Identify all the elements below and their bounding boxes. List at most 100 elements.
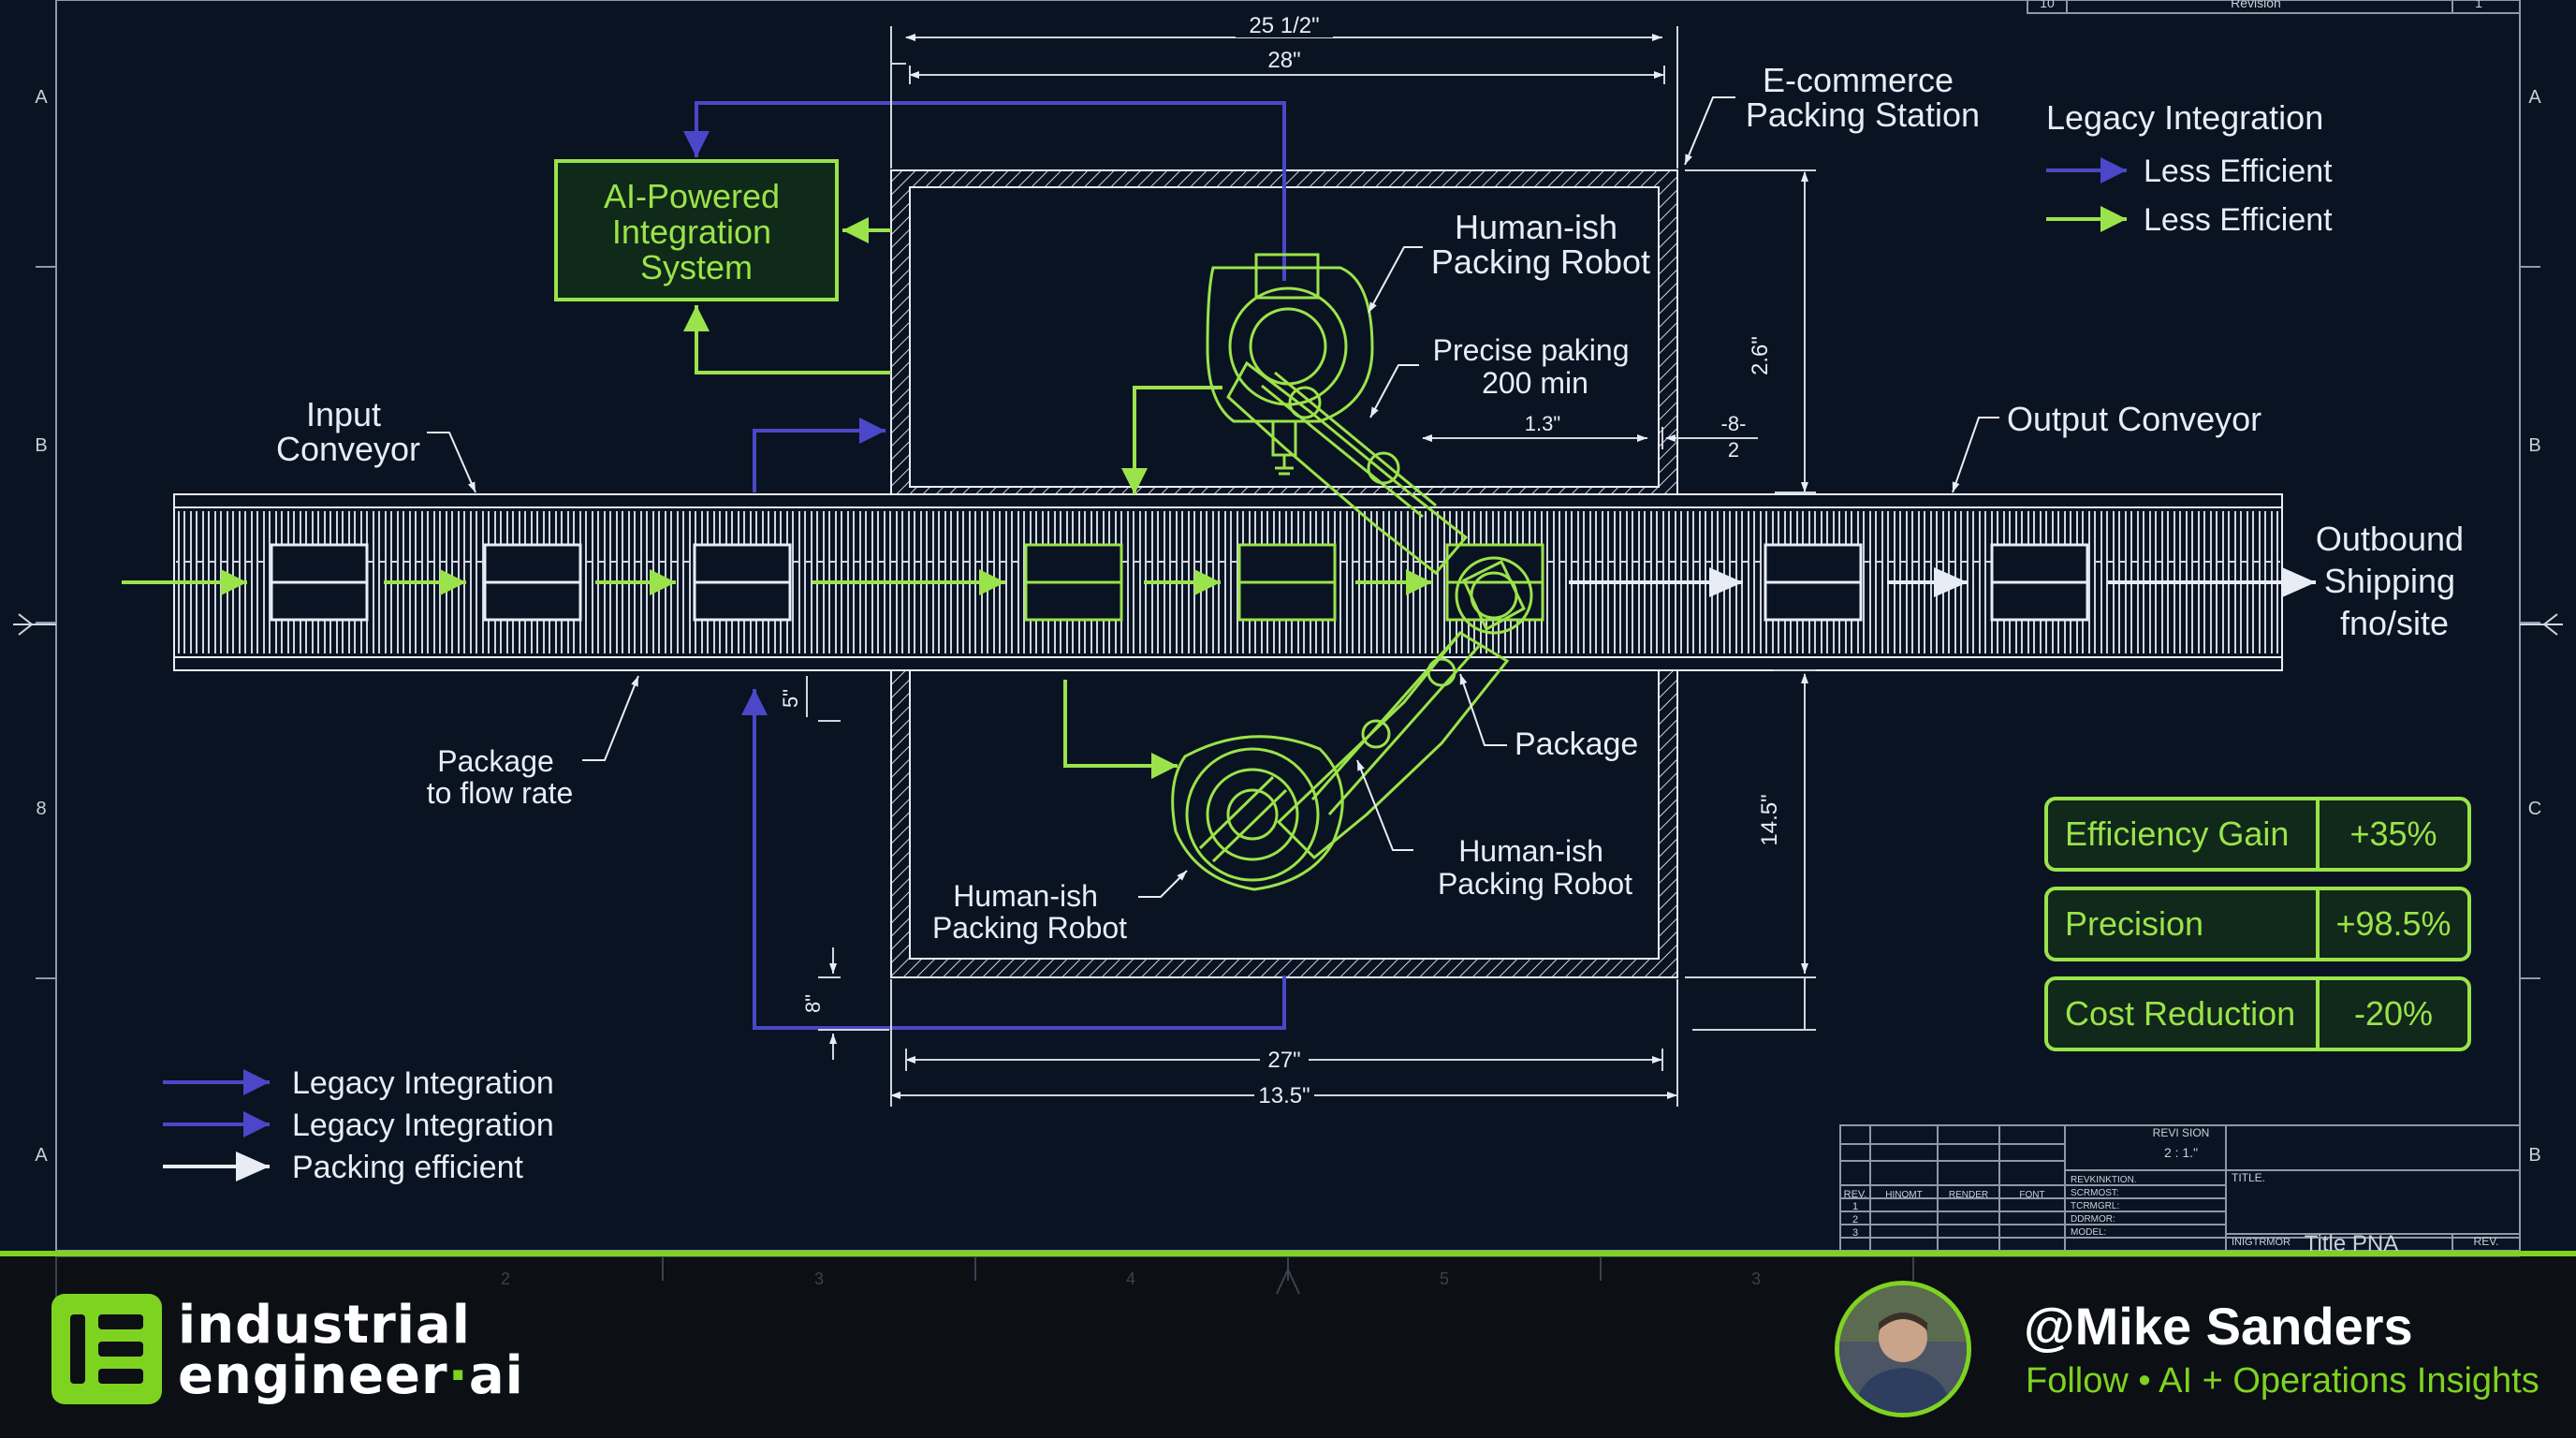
package-box-1 (270, 543, 369, 622)
conveyor-top-rail (173, 493, 2283, 508)
border-label-right-1: A (2528, 87, 2541, 108)
border-label-right-3: C (2528, 799, 2541, 819)
tb-row-1: REVKINKTION. (2071, 1175, 2137, 1185)
footer-bar: 2 3 4 5 3 industrial engineer·ai @Mike S… (0, 1251, 2576, 1438)
legend-bottom-item-1: Legacy Integration (292, 1065, 554, 1101)
legend-bottom-item-3: Packing efficient (292, 1150, 524, 1185)
brand-name-line1: industrial (178, 1295, 471, 1356)
footer-grid-ticks: 2 3 4 5 3 (55, 1256, 2520, 1313)
footer-grid-label-2: 3 (814, 1269, 824, 1288)
tb-row-5: MODEL: (2071, 1227, 2106, 1238)
legend-top: Legacy Integration Less Efficient Less E… (2046, 98, 2333, 238)
input-conveyor-label: Input Conveyor (276, 395, 420, 468)
center-mark-left (13, 613, 56, 636)
author-tagline: Follow • AI + Operations Insights (2026, 1361, 2539, 1401)
metric-cost: Cost Reduction -20% (2044, 976, 2471, 1051)
station-label: E-commerce Packing Station (1746, 61, 1980, 134)
brand-name-ai: ai (468, 1345, 524, 1406)
metric-precision: Precision +98.5% (2044, 887, 2471, 961)
border-label-left-4: A (35, 1145, 48, 1166)
dimension-lines (806, 26, 1816, 1107)
packages (270, 543, 2089, 622)
strip-revision: Revision (2231, 0, 2281, 10)
brand-name-engineer: engineer (178, 1345, 448, 1406)
output-conveyor-label: Output Conveyor (2007, 400, 2261, 438)
tb-title: TITLE. (2232, 1171, 2265, 1184)
station-lower-interior (909, 669, 1660, 960)
footer-grid-label-1: 2 (501, 1269, 510, 1288)
legend-top-title: Legacy Integration (2046, 98, 2323, 137)
robot-bottom (1171, 556, 1533, 891)
border-label-left-2: B (35, 435, 47, 456)
metric-label-precision: Precision (2065, 904, 2203, 943)
title-block (1839, 1124, 2521, 1252)
strip-rev-number: 10 (2040, 0, 2055, 10)
tb-rev: REV. (2474, 1235, 2499, 1248)
tb-row-2: SCRMOST: (2071, 1188, 2119, 1198)
metric-value-precision: +98.5% (2335, 904, 2451, 943)
tb-col-font: FONT (2019, 1190, 2044, 1200)
metric-label-cost: Cost Reduction (2065, 994, 2295, 1033)
dim-right-upper: 2.6" (1748, 336, 1773, 375)
border-label-right-4: B (2528, 1145, 2540, 1166)
dim-frac-top: -8- (1721, 412, 1747, 435)
tb-col-hinomt: HINOMT (1885, 1190, 1922, 1200)
footer-grid-label-4: 5 (1440, 1269, 1449, 1288)
center-mark-right (2520, 613, 2563, 636)
title-strip-top (2027, 0, 2521, 14)
package-label: Package (1515, 726, 1638, 762)
precise-label: Precise paking 200 min (1433, 333, 1638, 400)
brand-name-line2: engineer·ai (178, 1350, 524, 1402)
robot-top (1206, 253, 1469, 576)
legend-top-item-2: Less Efficient (2144, 202, 2333, 238)
outbound-label: Outbound Shipping fno/site (2316, 520, 2473, 642)
border-label-left-1: A (35, 87, 48, 108)
package-box-4 (1024, 543, 1123, 622)
dim-bottom-1: 27" (1267, 1048, 1300, 1073)
package-flow-label: Package to flow rate (427, 744, 574, 810)
tb-num-3: 3 (1852, 1227, 1858, 1239)
dim-left-8: 8" (801, 994, 825, 1013)
brand-logo-icon (51, 1294, 162, 1404)
blue-connectors (683, 101, 1286, 1030)
robot-bottom-right-label: Human-ish Packing Robot (1438, 834, 1632, 901)
package-box-7 (1764, 543, 1863, 622)
legend-bottom-item-2: Legacy Integration (292, 1108, 554, 1143)
dim-top-2: 28" (1267, 48, 1300, 73)
dim-h13: 1.3" (1525, 412, 1560, 435)
metric-value-efficiency: +35% (2349, 814, 2437, 853)
strip-rev-right: 1 (2475, 0, 2482, 10)
tb-drawn: INIGTRMOR (2232, 1237, 2291, 1248)
brand-name-dot: · (447, 1345, 469, 1406)
package-box-2 (483, 543, 582, 622)
package-box-3 (693, 543, 792, 622)
tb-row-3: TCRMGRL: (2071, 1201, 2119, 1211)
conveyor-bottom-rail (173, 656, 2283, 671)
package-box-8 (1990, 543, 2089, 622)
border-label-right-2: B (2528, 435, 2540, 456)
metric-value-cost: -20% (2354, 994, 2433, 1033)
author-avatar[interactable] (1835, 1281, 1971, 1417)
tb-col-rev: REV. (1844, 1189, 1867, 1200)
robot-bottom-left-label: Human-ish Packing Robot (932, 879, 1127, 945)
leader-lines (427, 96, 1999, 898)
dimension-labels: 25 1/2" 28" 2.6" 1.3" -8- 2 5" 14.5" 8" … (779, 13, 1782, 1108)
dim-top-1: 25 1/2" (1249, 13, 1319, 38)
tb-revision: REVI SION (2153, 1126, 2210, 1139)
ai-system-box (554, 159, 839, 301)
dim-left-5: 5" (779, 689, 802, 708)
tb-row-4: DDRMOR: (2071, 1214, 2115, 1225)
dim-frac-bottom: 2 (1728, 438, 1739, 462)
tb-col-render: RENDER (1949, 1190, 1988, 1200)
footer-grid-label-3: 4 (1126, 1269, 1135, 1288)
ai-system-label: AI-Powered Integration System (604, 177, 789, 286)
dim-bottom-2: 13.5" (1258, 1083, 1310, 1108)
author-handle[interactable]: @Mike Sanders (2024, 1297, 2413, 1356)
footer-grid-label-5: 3 (1751, 1269, 1761, 1288)
legend-bottom: Legacy Integration Legacy Integration Pa… (163, 1065, 554, 1185)
dim-right-lower: 14.5" (1757, 794, 1782, 845)
tb-num-1: 1 (1852, 1201, 1858, 1212)
green-connectors (683, 217, 1222, 779)
